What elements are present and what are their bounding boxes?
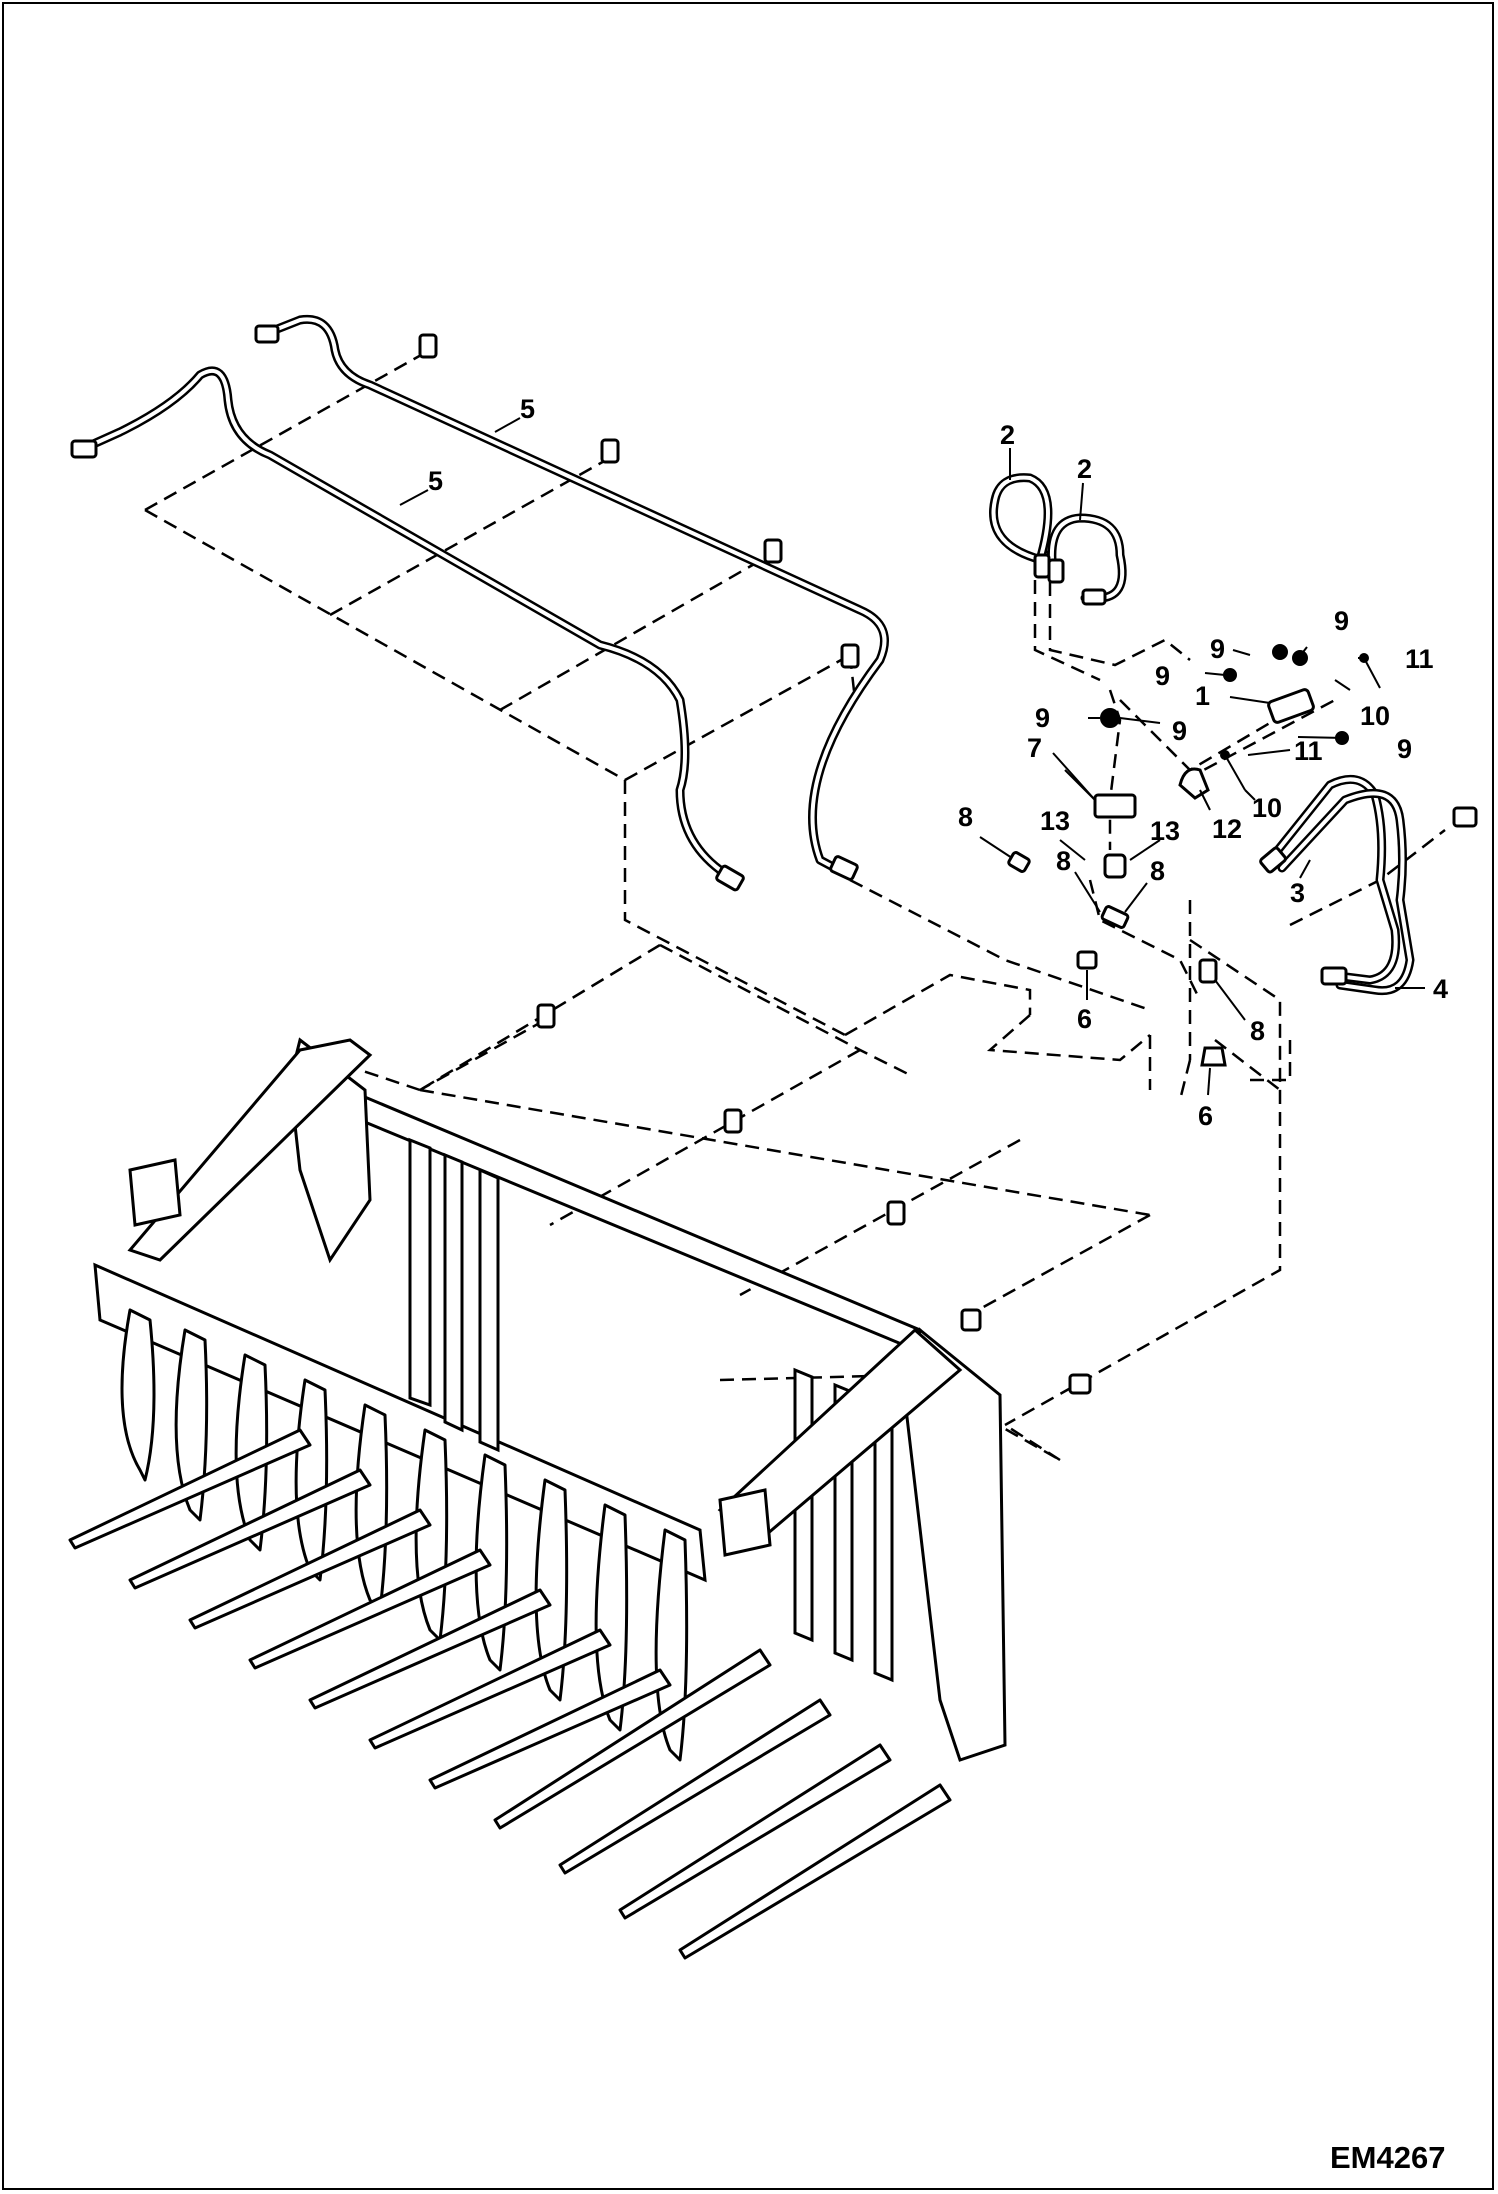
callout-6: 6 xyxy=(1077,1004,1092,1034)
callout-13: 13 xyxy=(1150,816,1180,846)
callout-11: 11 xyxy=(1405,644,1434,674)
callout-5: 5 xyxy=(520,394,535,424)
hoses-item-2 xyxy=(989,473,1127,606)
callout-8: 8 xyxy=(1250,1016,1265,1046)
callout-8: 8 xyxy=(1056,846,1071,876)
callout-6: 6 xyxy=(1198,1101,1213,1131)
valve-fittings xyxy=(1007,644,1381,1067)
callout-9: 9 xyxy=(1397,734,1412,764)
callout-12: 12 xyxy=(1212,814,1242,844)
callout-10: 10 xyxy=(1360,701,1390,731)
assembly-guide-lines xyxy=(144,348,1446,1462)
hoses-item-3-4 xyxy=(1259,774,1415,996)
tube-assembly-lower xyxy=(70,366,745,892)
callout-9: 9 xyxy=(1172,716,1187,746)
callout-9: 9 xyxy=(1334,606,1349,636)
tube-clamps xyxy=(418,333,1478,1395)
callout-7: 7 xyxy=(1027,733,1042,763)
callout-8: 8 xyxy=(1150,856,1165,886)
callout-9: 9 xyxy=(1035,703,1050,733)
callout-3: 3 xyxy=(1290,878,1305,908)
callout-2: 2 xyxy=(1000,420,1015,450)
callout-9: 9 xyxy=(1155,661,1170,691)
callout-9: 9 xyxy=(1210,634,1225,664)
drawing-code: EM4267 xyxy=(1330,2140,1445,2175)
callout-5: 5 xyxy=(428,466,443,496)
bottom-fork-tines xyxy=(68,1428,952,1960)
callout-13: 13 xyxy=(1040,806,1070,836)
grapple-frame xyxy=(93,1037,1007,1762)
callout-8: 8 xyxy=(958,802,973,832)
callout-1: 1 xyxy=(1195,681,1210,711)
callout-labels: 5 5 2 2 9 9 9 11 1 10 9 9 9 7 11 10 12 8… xyxy=(428,394,1448,1131)
callout-4: 4 xyxy=(1433,974,1448,1004)
callout-2: 2 xyxy=(1077,454,1092,484)
tube-assembly-upper xyxy=(254,314,889,881)
leader-lines xyxy=(399,417,1425,1096)
callout-10: 10 xyxy=(1252,793,1282,823)
callout-11: 11 xyxy=(1294,736,1323,766)
